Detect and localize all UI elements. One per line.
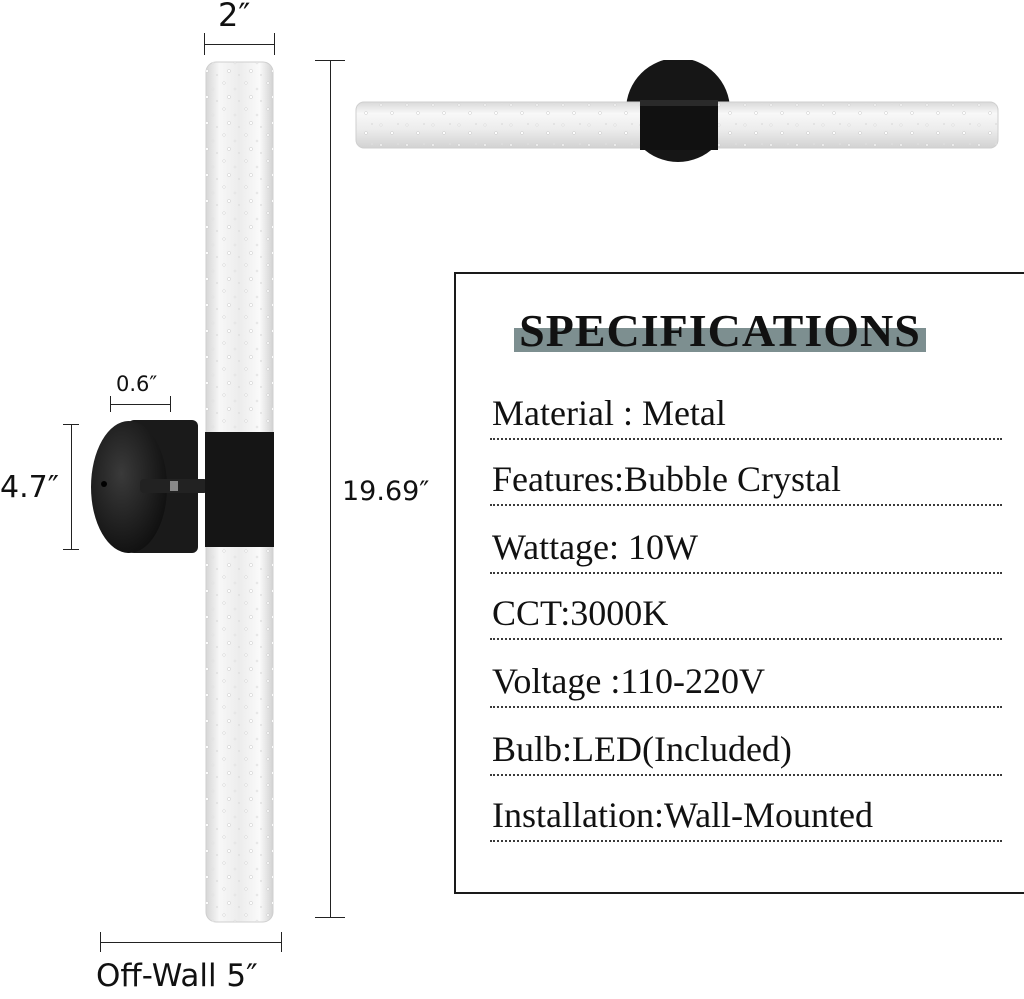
spec-row-bulb: Bulb:LED(Included) — [490, 724, 1002, 776]
spec-row-voltage: Voltage :110-220V — [490, 656, 1002, 708]
spec-text: Voltage :110-220V — [492, 661, 765, 701]
spec-row-wattage: Wattage: 10W — [490, 522, 1002, 574]
spec-text: Features:Bubble Crystal — [492, 459, 841, 499]
spec-text: Installation:Wall-Mounted — [492, 795, 874, 835]
depth-dimension-label: 0.6″ — [116, 372, 158, 396]
length-dimension-label: 19.69″ — [342, 476, 430, 507]
metal-sleeve-front — [640, 100, 718, 150]
width-dimension-label: 2″ — [218, 0, 251, 34]
spec-text: Material : Metal — [492, 393, 726, 433]
spec-row-features: Features:Bubble Crystal — [490, 454, 1002, 506]
specifications-title: SPECIFICATIONS — [519, 305, 921, 356]
spec-text: Bulb:LED(Included) — [492, 729, 792, 769]
front-view-illustration — [355, 60, 999, 162]
spec-text: CCT:3000K — [492, 593, 669, 633]
spec-row-material: Material : Metal — [490, 388, 1002, 440]
backplate-height-label: 4.7″ — [0, 470, 59, 505]
spec-row-cct: CCT:3000K — [490, 588, 1002, 640]
title-highlight-bar — [514, 328, 926, 352]
off-wall-dimension-label: Off-Wall 5″ — [96, 958, 258, 994]
wall-backplate — [91, 420, 208, 553]
spec-row-installation: Installation:Wall-Mounted — [490, 790, 1002, 842]
spec-text: Wattage: 10W — [492, 527, 699, 567]
side-view-illustration — [91, 61, 274, 923]
specifications-panel: SPECIFICATIONS Material : Metal Features… — [454, 272, 1024, 894]
metal-sleeve — [205, 432, 274, 547]
